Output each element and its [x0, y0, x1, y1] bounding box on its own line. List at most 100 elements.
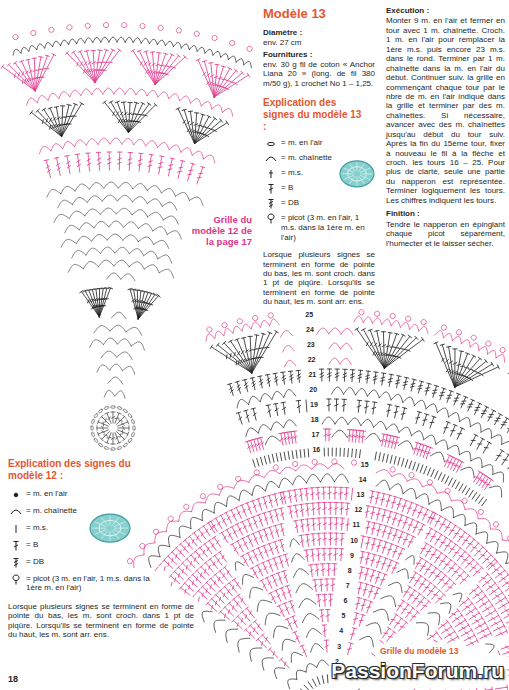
stitch-mark — [390, 467, 395, 472]
stitch-mark — [148, 212, 163, 220]
doily-photo — [356, 162, 357, 171]
stitch-mark — [435, 548, 439, 550]
stitch-mark — [320, 474, 334, 482]
stitch-mark — [389, 559, 393, 561]
stitch-mark — [105, 288, 109, 289]
stitch-mark — [323, 599, 327, 601]
stitch-mark — [431, 518, 435, 519]
stitch-mark — [134, 102, 138, 103]
stitch-mark — [348, 643, 352, 654]
stitch-mark — [9, 65, 35, 91]
stitch-mark — [402, 500, 406, 511]
stitch-mark — [168, 562, 169, 566]
stitch-mark — [289, 511, 292, 513]
stitch-mark — [475, 623, 485, 629]
stitch-mark — [507, 573, 509, 576]
stitch-mark — [491, 565, 495, 566]
stitch-mark — [225, 607, 234, 615]
stitch-mark — [346, 524, 350, 525]
stitch-mark — [85, 50, 89, 51]
stitch-mark — [367, 602, 371, 613]
stitch-mark — [93, 51, 95, 83]
stitch-mark — [246, 552, 250, 554]
stitch-mark — [221, 54, 229, 60]
stitch-mark — [426, 508, 430, 510]
stitch-mark — [117, 447, 122, 450]
stitch-mark — [178, 161, 183, 178]
stitch-mark — [311, 565, 313, 577]
doily-photo — [349, 176, 355, 184]
stitch-mark — [285, 555, 288, 567]
stitch-mark — [427, 600, 430, 603]
stitch-mark — [226, 513, 232, 524]
stitch-mark — [279, 556, 283, 567]
stitch-mark — [239, 545, 241, 548]
stitch-mark — [253, 517, 257, 528]
stitch-mark — [209, 541, 216, 551]
stitch-mark — [248, 446, 251, 449]
stitch-mark — [258, 639, 266, 648]
stitch-mark — [127, 432, 129, 436]
stitch-mark — [307, 519, 308, 531]
stitch-mark — [501, 607, 509, 613]
stitch-mark — [246, 535, 250, 537]
stitch-mark — [253, 460, 255, 468]
stitch-mark — [188, 535, 191, 538]
stitch-mark — [322, 676, 324, 684]
stitch-mark — [476, 532, 488, 543]
stitch-mark — [29, 78, 32, 81]
stitch-mark — [204, 561, 207, 564]
stitch-mark — [262, 528, 266, 529]
stitch-mark — [387, 516, 391, 518]
stitch-mark — [421, 601, 429, 610]
stitch-mark — [257, 600, 271, 611]
stitch-mark — [147, 90, 158, 97]
stitch-mark — [300, 540, 303, 542]
stitch-mark — [42, 120, 44, 124]
stitch-mark — [205, 581, 208, 584]
stitch-mark — [347, 648, 351, 650]
stitch-mark — [92, 290, 99, 317]
stitch-mark — [334, 474, 348, 482]
stitch-mark — [247, 73, 249, 77]
stitch-mark — [260, 579, 264, 581]
stitch-mark — [211, 578, 219, 587]
stitch-mark — [183, 563, 191, 572]
stitch-mark — [403, 488, 416, 498]
stitch-mark — [144, 265, 159, 273]
stitch-mark — [415, 558, 421, 568]
stitch-mark — [128, 438, 131, 442]
stitch-mark — [212, 35, 217, 40]
stitch-mark — [44, 160, 48, 161]
stitch-mark — [175, 546, 178, 549]
stitch-mark — [282, 639, 295, 650]
stitch-mark — [147, 186, 161, 193]
stitch-mark — [311, 488, 313, 500]
stitch-mark — [183, 120, 185, 123]
stitch-mark — [275, 546, 278, 549]
stitch-mark — [268, 648, 271, 651]
stitch-mark — [469, 613, 479, 620]
stitch-mark — [415, 504, 419, 506]
stitch-mark — [408, 590, 415, 600]
stitch-mark — [22, 72, 24, 76]
stitch-mark — [37, 69, 41, 70]
stitch-mark — [351, 435, 355, 436]
stitch-mark — [366, 623, 381, 634]
stitch-mark — [387, 627, 391, 630]
stitch-mark — [188, 111, 192, 113]
stitch-mark — [131, 342, 144, 350]
stitch-mark — [360, 567, 363, 579]
stitch-mark — [381, 440, 385, 441]
stitch-mark — [223, 606, 226, 609]
stitch-mark — [50, 108, 62, 136]
stitch-mark — [206, 563, 214, 572]
stitch-mark — [445, 564, 449, 566]
stitch-mark — [407, 603, 411, 606]
stitch-mark — [452, 613, 456, 615]
stitch-mark — [465, 509, 478, 519]
stitch-mark — [92, 62, 96, 64]
stitch-mark — [192, 502, 206, 512]
stitch-mark — [103, 101, 106, 104]
stitch-mark — [472, 538, 475, 541]
